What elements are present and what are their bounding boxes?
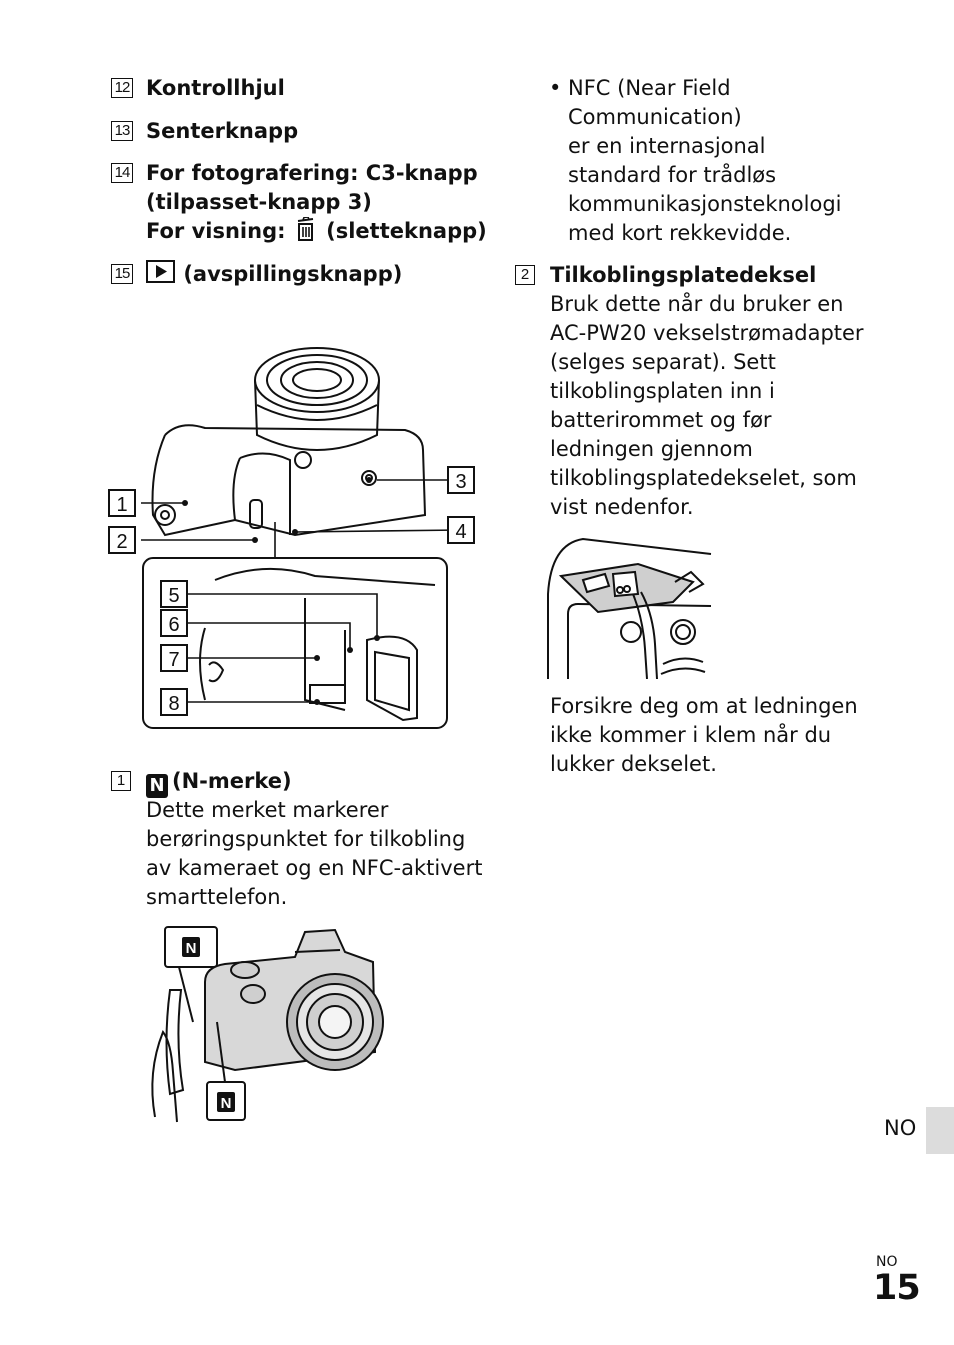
plate-body-line: batterirommet og før: [550, 408, 772, 432]
plate-note-line: ikke kommer i klem når du: [550, 723, 832, 747]
plate-body-line: ledningen gjennom: [550, 437, 753, 461]
nfc-bullet-line: er en internasjonal: [568, 134, 766, 158]
callout-3: 3: [447, 466, 475, 494]
connection-plate-illustration: [547, 537, 712, 679]
item-number-13: 13: [111, 121, 133, 141]
plate-section-title: Tilkoblingsplatedeksel: [550, 263, 817, 287]
item-number-15: 15: [111, 264, 133, 284]
nfc-bullet-text: NFC (Near Field Communication) er en int…: [568, 74, 841, 248]
nfc-n-mark-icon: N: [146, 774, 168, 798]
callout-1-label: 1: [116, 494, 127, 516]
callout-3-label: 3: [455, 471, 466, 493]
item-c3-line-3: For visning: (sletteknapp): [146, 216, 487, 246]
nfc-bullet-line: Communication): [568, 105, 742, 129]
plate-body-line: Bruk dette når du bruker en: [550, 292, 844, 316]
page-language-code: NO: [876, 1254, 898, 1270]
nfc-title-label: (N-merke): [172, 769, 292, 793]
item-avspillingsknapp-label: (avspillingsknapp): [183, 262, 403, 286]
callout-2: 2: [108, 526, 136, 554]
nfc-bullet: •: [549, 76, 562, 100]
nfc-touch-illustration: N N: [151, 926, 384, 1123]
item-c3-sletteknapp-label: (sletteknapp): [326, 219, 487, 243]
section-number-1: 1: [111, 771, 131, 791]
nfc-bullet-line: med kort rekkevidde.: [568, 221, 792, 245]
plate-body-line: vist nedenfor.: [550, 495, 694, 519]
plate-note-line: Forsikre deg om at ledningen: [550, 694, 858, 718]
nfc-bullet-line: standard for trådløs: [568, 163, 777, 187]
camera-parts-diagram: 1 2 3 4 5 6 7 8: [108, 347, 475, 729]
item-c3-visning-label: For visning:: [146, 219, 286, 243]
item-c3-knapp: For fotografering: C3-knapp (tilpasset-k…: [146, 159, 487, 246]
callout-6-label: 6: [168, 614, 179, 636]
item-number-12: 12: [111, 78, 133, 98]
plate-body-line: AC-PW20 vekselstrømadapter: [550, 321, 864, 345]
plate-body-line: (selges separat). Sett: [550, 350, 776, 374]
callout-6: 6: [160, 609, 188, 637]
item-avspillingsknapp: (avspillingsknapp): [146, 260, 402, 289]
callout-7-label: 7: [168, 649, 179, 671]
section-number-2: 2: [515, 265, 535, 285]
item-number-14: 14: [111, 163, 133, 183]
plate-body-line: tilkoblingsplatedekselet, som: [550, 466, 857, 490]
callout-7: 7: [160, 644, 188, 672]
nfc-body-line: Dette merket markerer: [146, 798, 389, 822]
nfc-body-line: smarttelefon.: [146, 885, 288, 909]
item-kontrollhjul: Kontrollhjul: [146, 76, 285, 100]
nfc-section-body: Dette merket markerer berøringspunktet f…: [146, 796, 482, 912]
callout-5: 5: [160, 580, 188, 608]
item-c3-line-2: (tilpasset-knapp 3): [146, 190, 372, 214]
plate-section-note: Forsikre deg om at ledningen ikke kommer…: [550, 692, 858, 779]
plate-body-line: tilkoblingsplaten inn i: [550, 379, 775, 403]
language-tab: [926, 1107, 954, 1154]
callout-4: 4: [447, 516, 475, 544]
callout-5-label: 5: [168, 585, 179, 607]
trash-icon: [293, 216, 319, 241]
nfc-section-title: N(N-merke): [146, 767, 292, 798]
item-senterknapp: Senterknapp: [146, 119, 299, 143]
nfc-body-line: berøringspunktet for tilkobling: [146, 827, 466, 851]
nfc-callout-n-mark-bottom: N: [221, 1095, 232, 1112]
language-tab-label: NO: [884, 1116, 917, 1140]
nfc-body-line: av kameraet og en NFC-aktivert: [146, 856, 483, 880]
nfc-bullet-line: NFC (Near Field: [568, 76, 731, 100]
callout-8-label: 8: [168, 693, 179, 715]
callout-4-label: 4: [455, 521, 466, 543]
play-icon: [146, 260, 176, 283]
page-number: 15: [873, 1268, 921, 1308]
callout-1: 1: [108, 489, 136, 517]
callout-8: 8: [160, 688, 188, 716]
item-c3-line-1: For fotografering: C3-knapp: [146, 161, 478, 185]
nfc-callout-n-mark-top: N: [186, 940, 197, 957]
plate-section-body: Bruk dette når du bruker en AC-PW20 veks…: [550, 290, 864, 522]
nfc-bullet-line: kommunikasjonsteknologi: [568, 192, 842, 216]
callout-2-label: 2: [116, 531, 127, 553]
plate-note-line: lukker dekselet.: [550, 752, 717, 776]
